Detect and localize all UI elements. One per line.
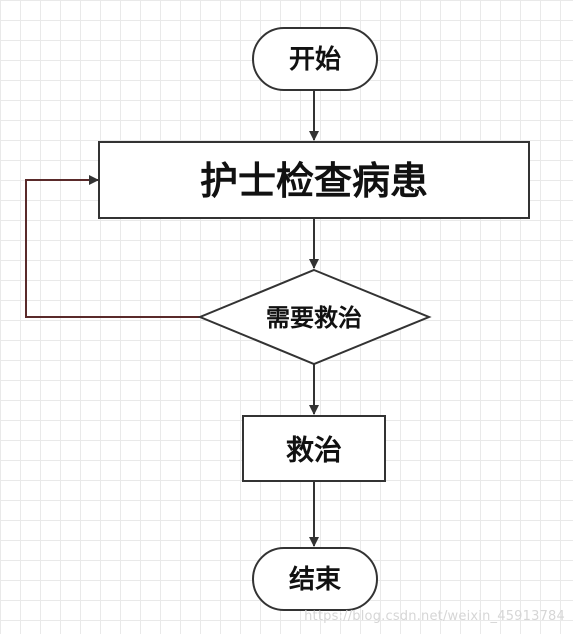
process-node[interactable]: 护士检查病患 bbox=[98, 141, 530, 219]
action-node[interactable]: 救治 bbox=[242, 415, 386, 482]
process-label: 护士检查病患 bbox=[200, 159, 428, 203]
start-node[interactable]: 开始 bbox=[252, 27, 378, 91]
action-label: 救治 bbox=[286, 434, 342, 467]
connector-loop-back bbox=[25, 175, 200, 318]
start-label: 开始 bbox=[289, 45, 341, 75]
end-node[interactable]: 结束 bbox=[252, 547, 378, 611]
decision-label: 需要救治 bbox=[266, 304, 362, 332]
end-label: 结束 bbox=[289, 564, 342, 595]
watermark-text: https://blog.csdn.net/weixin_45913784 bbox=[304, 609, 565, 624]
decision-node[interactable]: 需要救治 bbox=[197, 268, 432, 366]
